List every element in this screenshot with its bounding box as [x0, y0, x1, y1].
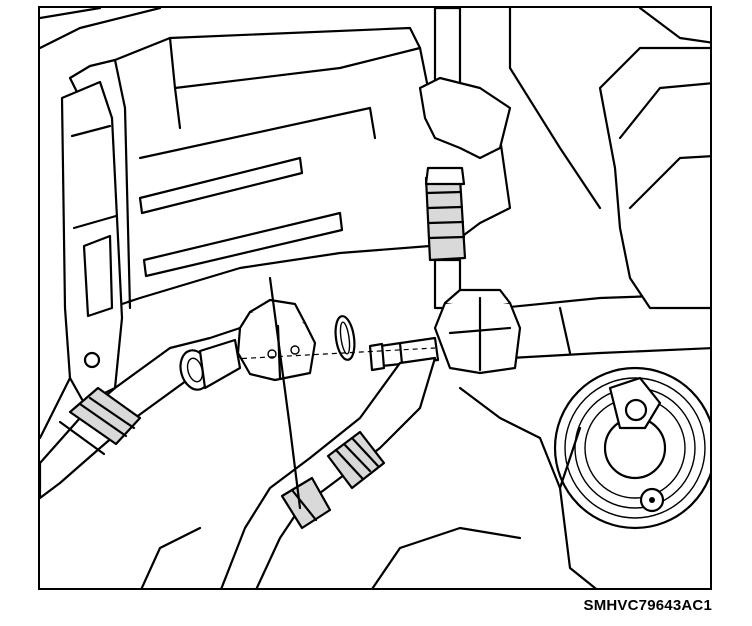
connector-block-right — [433, 288, 522, 375]
mounting-plate — [40, 80, 124, 440]
vertical-hose — [418, 8, 512, 310]
engine-lower — [140, 8, 602, 588]
engine-bracket-structure — [40, 8, 512, 310]
illustration-frame — [38, 6, 712, 590]
bolt-hole — [83, 351, 101, 369]
mounting-bolt-head — [624, 398, 648, 422]
connector-block-left — [236, 298, 317, 382]
o-ring — [334, 315, 356, 361]
compressor — [553, 8, 710, 588]
line-art — [40, 8, 710, 588]
hose-collar — [179, 338, 242, 391]
figure-code: SMHVC79643AC1 — [583, 597, 712, 614]
descending-hose — [220, 356, 437, 588]
alignment-line — [214, 347, 436, 361]
